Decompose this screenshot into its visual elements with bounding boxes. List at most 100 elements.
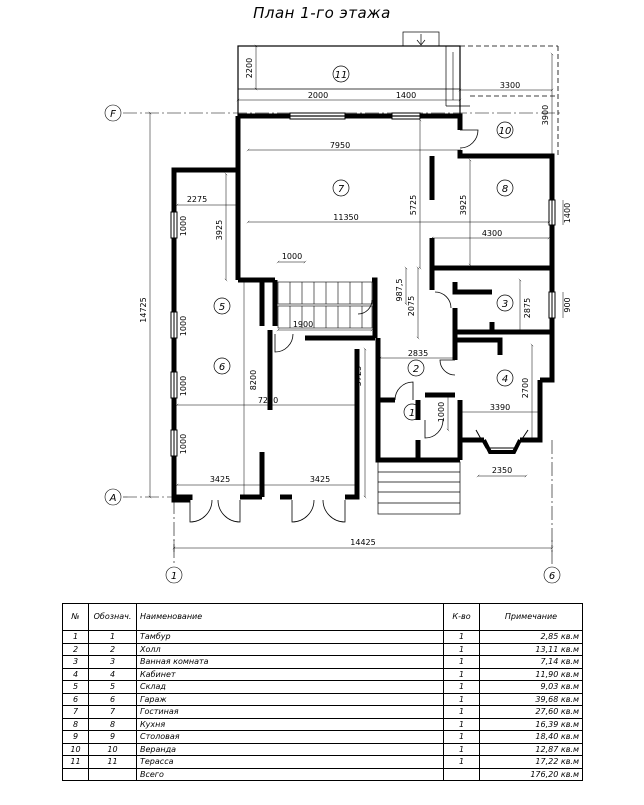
- doors: [189, 129, 479, 523]
- room-label-8: 8: [502, 184, 508, 195]
- cell-qty: 1: [443, 642, 480, 656]
- dim-store-width: 2275: [187, 195, 207, 204]
- dim-bay-width: 2350: [492, 466, 512, 475]
- dim-kitchen-window: 1400: [563, 203, 572, 223]
- cell-name: Гостиная: [136, 705, 444, 719]
- cell-qty: 1: [443, 655, 480, 669]
- cell-note: 7,14 кв.м: [479, 655, 583, 669]
- axis-label-bottom: A: [109, 493, 117, 504]
- header-qty: К-во: [443, 603, 480, 631]
- cell-number: 1: [62, 630, 89, 644]
- cell-note: 13,11 кв.м: [479, 642, 583, 656]
- cell-code: 1: [88, 630, 137, 644]
- table-header-row: № Обознач. Наименование К-во Примечание: [62, 603, 583, 631]
- room-label-4: 4: [502, 374, 508, 385]
- room-label-1: 1: [409, 408, 415, 419]
- dim-bath-height: 2875: [523, 298, 532, 318]
- cell-name: Ванная комната: [136, 655, 444, 669]
- cell-qty: 1: [443, 730, 480, 744]
- dimension-labels: 2200 2000 1400 3300 3900 7950 11350 5725…: [139, 58, 572, 547]
- dim-bath-window: 900: [563, 297, 572, 312]
- cell-name: Склад: [136, 680, 444, 694]
- cell-number: 6: [62, 692, 89, 706]
- dim-veranda-depth: 3900: [541, 105, 550, 125]
- cell-qty: [443, 767, 480, 781]
- dim-tambour-window: 1000: [437, 402, 446, 422]
- veranda-railing: [460, 45, 559, 156]
- cell-number: 3: [62, 655, 89, 669]
- cell-qty: 1: [443, 692, 480, 706]
- cell-code: 11: [88, 755, 137, 769]
- cell-number: 9: [62, 730, 89, 744]
- dim-window-2: 1000: [179, 316, 188, 336]
- room-label-11: 11: [335, 70, 348, 81]
- cell-qty: 1: [443, 755, 480, 769]
- cell-qty: 1: [443, 630, 480, 644]
- cell-number: [62, 767, 89, 781]
- cell-number: 10: [62, 742, 89, 756]
- dim-stair-width: 1000: [282, 252, 302, 261]
- cell-number: 5: [62, 680, 89, 694]
- cell-code: 7: [88, 705, 137, 719]
- cell-note: 12,87 кв.м: [479, 742, 583, 756]
- cell-name: Гараж: [136, 692, 444, 706]
- room-markers: [213, 65, 514, 421]
- cell-name: Тамбур: [136, 630, 444, 644]
- cell-code: 4: [88, 667, 137, 681]
- cell-note: 16,39 кв.м: [479, 717, 583, 731]
- floor-plan-drawing: F A 1 6 2200: [104, 31, 572, 584]
- dim-terrace-depth: 2200: [245, 58, 254, 78]
- dim-living-width: 11350: [333, 213, 358, 222]
- cell-code: 2: [88, 642, 137, 656]
- axis-label-right: 6: [549, 571, 555, 582]
- cell-number: 7: [62, 705, 89, 719]
- dim-987: 987,5: [395, 279, 404, 302]
- cell-code: 3: [88, 655, 137, 669]
- cell-note: 9,03 кв.м: [479, 680, 583, 694]
- cell-qty: 1: [443, 705, 480, 719]
- cell-number: 8: [62, 717, 89, 731]
- dim-garage-height: 8200: [249, 370, 258, 390]
- room-label-3: 3: [502, 299, 508, 310]
- axis-label-left: 1: [171, 571, 177, 582]
- cell-code: 9: [88, 730, 137, 744]
- cell-name: Всего: [136, 767, 444, 781]
- cell-qty: 1: [443, 717, 480, 731]
- room-schedule-table: № Обознач. Наименование К-во Примечание …: [62, 603, 583, 781]
- cell-code: 8: [88, 717, 137, 731]
- cell-qty: 1: [443, 667, 480, 681]
- dim-garage-width: 7250: [258, 396, 278, 405]
- cell-note: 39,68 кв.м: [479, 692, 583, 706]
- dim-total-height: 14725: [139, 297, 148, 322]
- dim-gate-left: 3425: [210, 475, 230, 484]
- cell-note: 18,40 кв.м: [479, 730, 583, 744]
- dim-window-4: 1000: [179, 434, 188, 454]
- dim-cabinet-height: 2700: [521, 378, 530, 398]
- axis-label-top: F: [110, 109, 116, 120]
- cell-name: Кабинет: [136, 667, 444, 681]
- dim-store-height: 3925: [215, 220, 224, 240]
- cell-note: 176,20 кв.м: [479, 767, 583, 781]
- dim-veranda-width: 3300: [500, 81, 520, 90]
- cell-code: [88, 767, 137, 781]
- room-label-2: 2: [413, 364, 419, 375]
- entrance-steps: [377, 461, 461, 515]
- grid-axes: [104, 104, 561, 584]
- dim-kitchen-width: 4300: [482, 229, 502, 238]
- cell-code: 10: [88, 742, 137, 756]
- dimension-lines: [148, 44, 564, 552]
- cell-name: Холл: [136, 642, 444, 656]
- room-label-6: 6: [219, 362, 225, 373]
- table-total-row: Всего 176,20 кв.м: [62, 767, 583, 781]
- dim-garage-right: 5725: [354, 366, 363, 386]
- header-note: Примечание: [479, 603, 583, 631]
